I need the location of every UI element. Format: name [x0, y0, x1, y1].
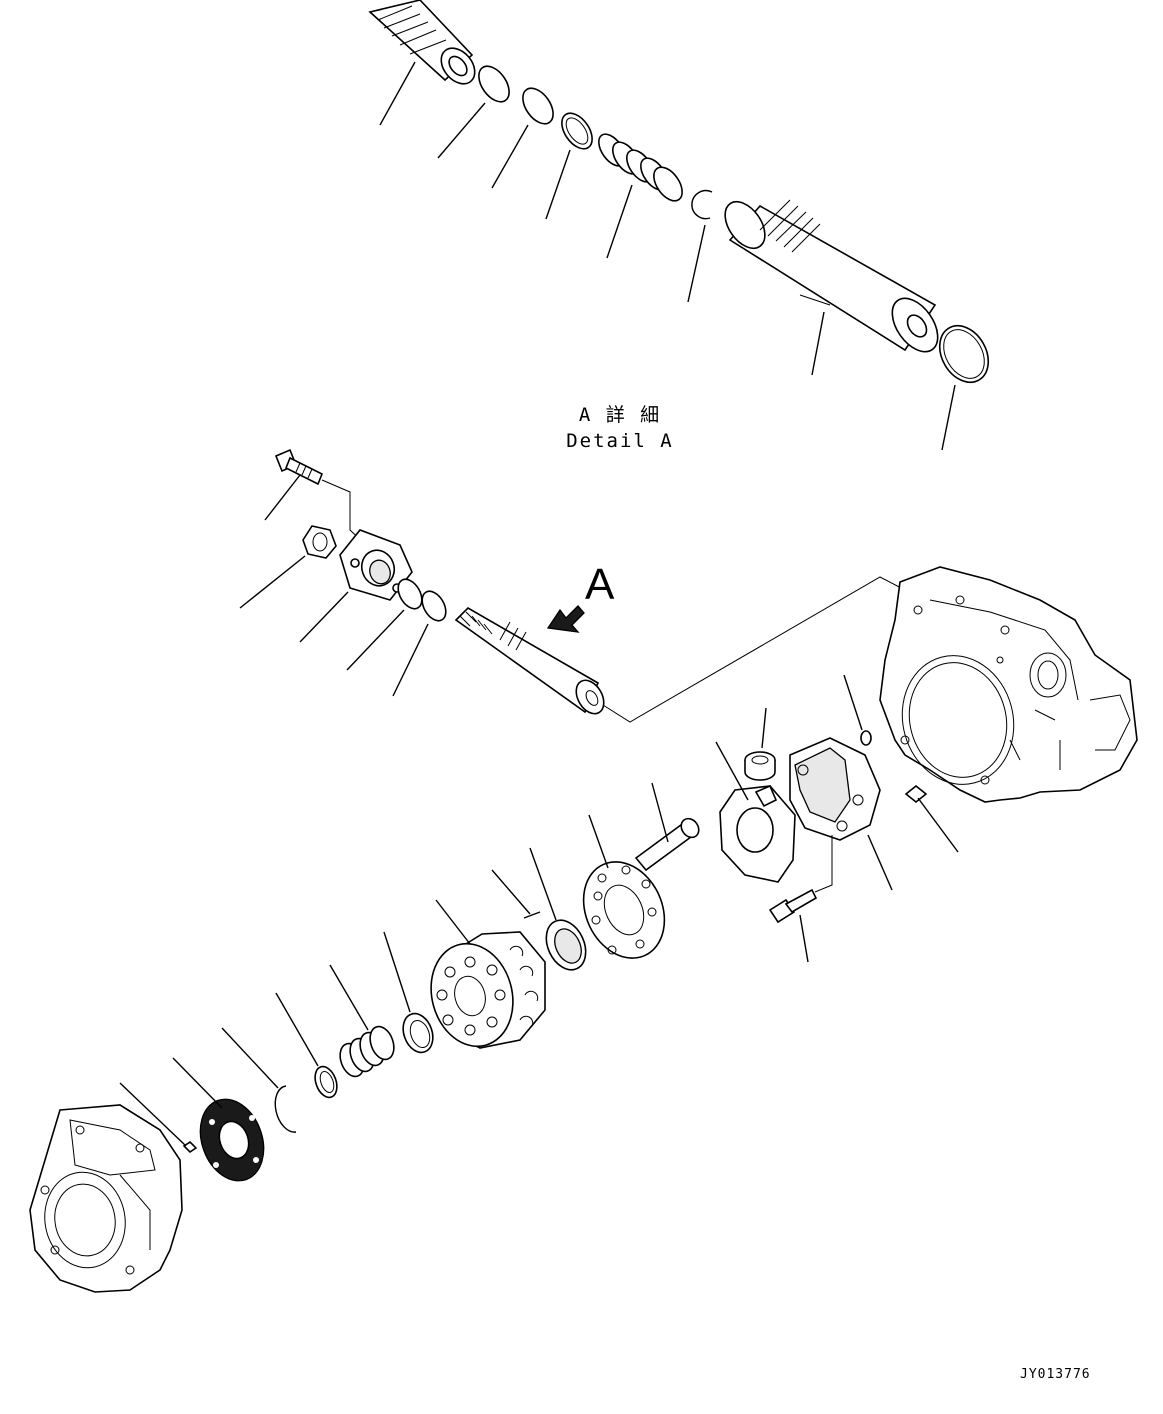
leader-line	[346, 609, 405, 671]
pump-housing-right	[879, 566, 1138, 803]
spool-part	[368, 0, 476, 85]
o-ring-part	[397, 578, 423, 610]
seat-part	[314, 1065, 338, 1099]
leader-line	[687, 224, 706, 303]
detail-a-label: A 詳 細 Detail A	[560, 402, 680, 454]
leader-line	[329, 964, 369, 1031]
shaft-part	[634, 817, 700, 872]
leader-line	[437, 102, 486, 159]
leader-line	[383, 931, 411, 1013]
leader-line	[867, 834, 893, 891]
leader-line	[221, 1027, 279, 1089]
bushing-part	[744, 751, 776, 781]
leader-line	[651, 782, 669, 843]
leader-line	[545, 149, 571, 220]
spring-part	[339, 1025, 395, 1078]
connector-line	[602, 576, 906, 723]
leader-line	[761, 707, 767, 749]
leader-line	[843, 674, 863, 731]
leader-line	[799, 914, 809, 963]
detail-label-english: Detail A	[566, 430, 674, 452]
leader-line	[264, 474, 301, 521]
valve-plate-part	[582, 861, 666, 959]
leader-line	[379, 61, 416, 126]
flange-part	[339, 529, 413, 601]
leader-line	[491, 869, 531, 915]
view-arrow-icon	[546, 605, 585, 633]
o-ring-part	[938, 324, 990, 384]
pump-housing-left	[29, 1104, 183, 1293]
leader-line	[588, 814, 609, 869]
leader-line	[606, 184, 633, 259]
snap-ring-part	[691, 189, 713, 220]
bolt-part	[274, 448, 324, 486]
cylinder-block-part	[430, 931, 546, 1049]
leader-line	[299, 591, 349, 643]
backup-ring-part	[561, 112, 593, 150]
rocker-cam-part	[719, 784, 796, 883]
leader-line	[529, 847, 557, 921]
pump-internal-parts	[119, 674, 959, 1182]
o-ring-part	[478, 65, 510, 103]
leader-line	[392, 623, 429, 697]
leader-line	[917, 797, 959, 853]
pin-part	[523, 911, 541, 919]
o-ring-part	[421, 590, 447, 622]
snap-ring-part	[274, 1085, 297, 1133]
bolt-part	[768, 888, 818, 924]
view-marker-label: A	[585, 560, 615, 609]
swash-block-part	[789, 737, 881, 841]
valve-assembly	[239, 448, 906, 723]
pin-part	[904, 784, 928, 804]
connector-line	[814, 835, 833, 893]
o-ring-part	[522, 87, 554, 125]
sleeve-part	[724, 199, 939, 353]
end-plate-part	[199, 1098, 265, 1182]
spool-valve-part	[454, 607, 605, 715]
leader-line	[435, 899, 471, 945]
leader-line	[715, 741, 749, 801]
leader-line	[941, 384, 956, 451]
spring-part	[598, 133, 683, 202]
leader-line	[172, 1057, 223, 1109]
leader-line	[119, 1082, 187, 1147]
pin-part	[182, 1140, 198, 1154]
detail-a-spool-assembly	[368, 0, 990, 451]
bearing-part	[545, 919, 587, 971]
cap-nut-part	[302, 525, 337, 559]
retainer-part	[402, 1012, 434, 1054]
leader-line	[491, 124, 529, 189]
leader-line	[275, 992, 319, 1067]
leader-line	[811, 311, 825, 376]
o-ring-part	[860, 730, 872, 746]
leader-line	[239, 555, 306, 609]
detail-label-japanese: A 詳 細	[578, 404, 662, 426]
drawing-code: JY013776	[1020, 1367, 1091, 1382]
